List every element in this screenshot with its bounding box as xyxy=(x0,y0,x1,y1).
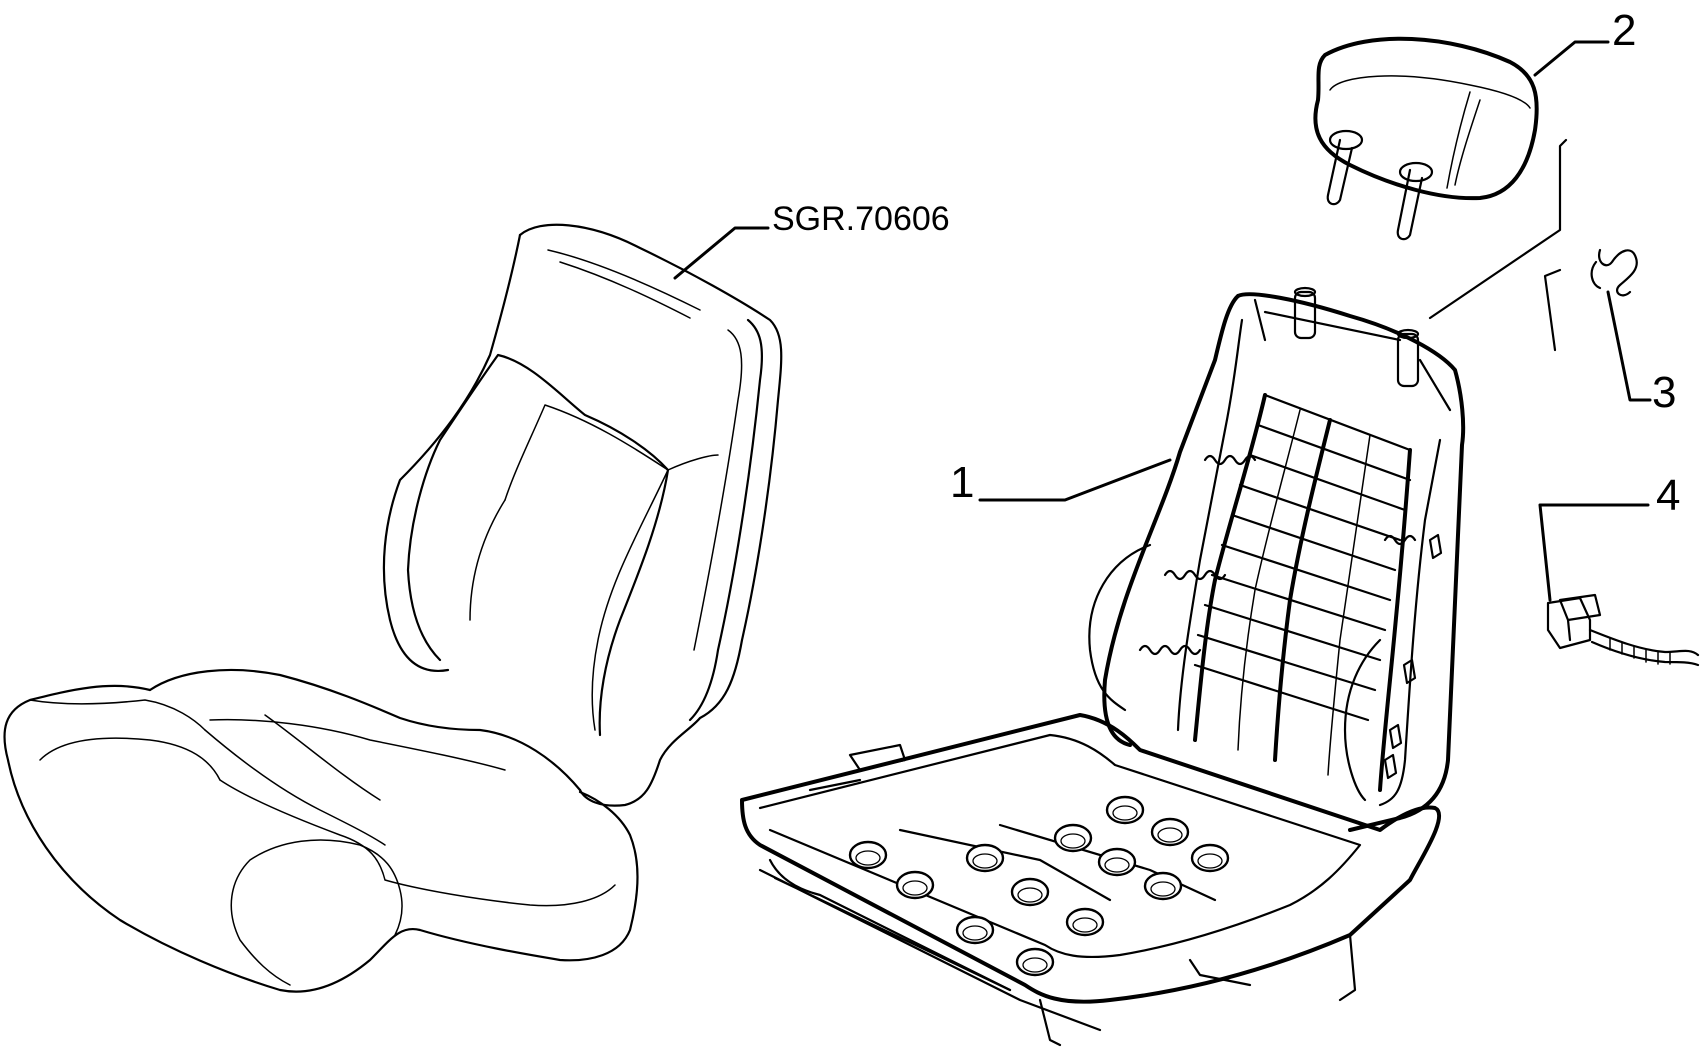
seat-cushion-seam xyxy=(204,714,386,846)
callout-4-label: 4 xyxy=(1656,471,1680,520)
headrest-seam-inner xyxy=(1446,91,1471,189)
connector-wire xyxy=(1588,628,1700,667)
backrest-top-seam xyxy=(547,249,701,319)
headrest-post-left-collar xyxy=(1328,129,1364,151)
complete-seat-assembly xyxy=(3,223,783,993)
callout-3-label: 3 xyxy=(1652,368,1676,417)
seat-support-cups xyxy=(848,795,1230,977)
connector xyxy=(1546,593,1700,667)
backrest-frame-inner-right xyxy=(1378,438,1442,807)
seat-cushion-front-edge xyxy=(230,839,403,986)
backrest-right-cable xyxy=(1343,638,1382,802)
backrest-inner-panel xyxy=(591,469,669,731)
backrest-right-bolster xyxy=(688,318,763,722)
backrest-frame-inner-left xyxy=(1176,318,1244,732)
seat-pan-side xyxy=(1038,933,1357,1047)
backrest-frame-outer xyxy=(1236,292,1466,832)
backrest-side-slots xyxy=(1383,533,1443,780)
callout-2-leader xyxy=(1533,40,1610,77)
seat-pan-groove xyxy=(898,823,1217,902)
callout-1-leader xyxy=(978,458,1172,502)
seat-pan-runner xyxy=(768,858,1252,992)
seat-frame xyxy=(740,286,1466,1047)
headrest xyxy=(1313,36,1539,241)
callout-1-label: 1 xyxy=(950,458,974,507)
backrest-frame-left xyxy=(1102,294,1240,747)
backrest-side-left xyxy=(382,233,522,672)
headrest-seam xyxy=(1329,75,1531,186)
callouts: 1 2 3 4 xyxy=(950,6,1680,602)
reference-code-label: SGR.70606 xyxy=(772,200,950,238)
seat-cushion-left-bolster xyxy=(29,699,221,781)
callout-4-leader xyxy=(1538,503,1650,602)
backrest-crossline xyxy=(504,404,669,501)
reference-leader-line xyxy=(673,226,770,280)
clip-bracket-top xyxy=(1428,138,1568,320)
seat-pan-rear-bracket xyxy=(808,743,907,792)
seat-cushion-outline xyxy=(3,684,639,993)
callout-3-leader xyxy=(1606,290,1652,402)
seat-cushion-front-roll xyxy=(219,779,616,907)
backrest-right-bolster-inner xyxy=(693,329,743,651)
headrest-tube-bar xyxy=(1253,298,1452,412)
reference-callout: SGR.70606 xyxy=(673,200,950,280)
clip-shape xyxy=(1590,248,1638,297)
seat-cushion-back-seam xyxy=(209,718,506,771)
backrest-outline xyxy=(518,223,783,807)
seat-cushion-rear xyxy=(148,668,582,792)
seat-pan-outer xyxy=(740,713,1442,1004)
headrest-post-right-collar xyxy=(1398,161,1434,183)
connector-housing xyxy=(1558,593,1602,642)
backrest-lower-line xyxy=(469,454,719,621)
headrest-guide-right xyxy=(1396,332,1420,388)
backrest-center-panel xyxy=(406,353,670,737)
headrest-guide-left-top xyxy=(1293,286,1317,298)
headrest-clip xyxy=(1428,138,1638,352)
backrest-spring-mesh xyxy=(1193,393,1412,792)
headrest-guide-right-top xyxy=(1396,328,1420,340)
clip-bracket-bottom xyxy=(1543,268,1562,352)
seat-pan-inner xyxy=(758,733,1362,959)
headrest-post-left xyxy=(1326,138,1354,206)
tension-springs xyxy=(1138,454,1417,656)
headrest-guide-left xyxy=(1293,290,1317,340)
callout-2-label: 2 xyxy=(1612,6,1636,55)
backrest-cable xyxy=(1088,543,1152,712)
headrest-post-right xyxy=(1396,168,1424,241)
headrest-cushion xyxy=(1313,36,1539,201)
connector-teeth xyxy=(1609,637,1671,665)
